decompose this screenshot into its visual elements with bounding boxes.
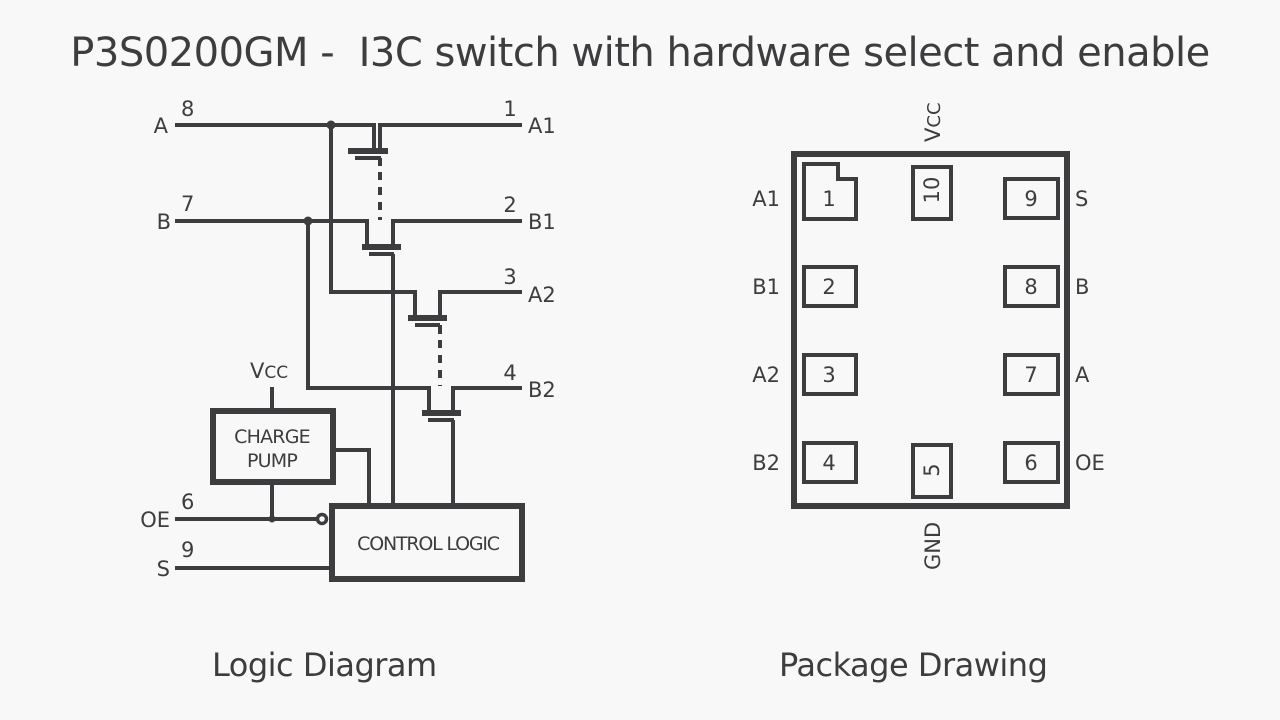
pad-number-7: 7: [1024, 363, 1037, 387]
pad-number-9: 9: [1024, 187, 1037, 211]
package-outline: [791, 151, 1070, 509]
package-drawing-caption: Package Drawing: [779, 646, 1048, 684]
pin-number-b1: 2: [503, 193, 516, 217]
charge-pump-output-wire: [333, 448, 371, 505]
pin-label-b1: B1: [528, 210, 556, 234]
pad-9: [1003, 177, 1060, 220]
pad-1: [802, 162, 858, 221]
pad-7: [1003, 353, 1060, 396]
pad-4: [802, 441, 858, 484]
package-vcc-label: VCC: [921, 102, 945, 142]
package-gnd-label: GND: [921, 522, 945, 570]
wire-b: [175, 219, 369, 247]
pad-2: [802, 265, 858, 308]
switch-4: [422, 386, 522, 505]
pin-label-b: B: [157, 210, 171, 234]
junction-a: [326, 120, 336, 130]
pad-number-6: 6: [1024, 451, 1037, 475]
vcc-label-main: V: [250, 359, 265, 383]
oe-inversion-bubble: [315, 512, 329, 526]
switch-3: [408, 290, 522, 386]
package-pin-label-a2: A2: [752, 363, 780, 387]
pad-number-3: 3: [822, 363, 835, 387]
wire-a: [175, 123, 376, 151]
pad-number-8: 8: [1024, 275, 1037, 299]
logic-diagram-caption: Logic Diagram: [212, 646, 437, 684]
pad-number-1: 1: [822, 187, 835, 211]
vcc-label-sub: CC: [264, 363, 288, 383]
package-pin-label-a1: A1: [752, 187, 780, 211]
wire-b-to-b2: [306, 221, 431, 413]
junction-b: [303, 216, 313, 226]
pin-label-a2: A2: [528, 283, 556, 307]
control-logic-block: [329, 503, 525, 582]
pin-number-s: 9: [181, 538, 194, 562]
package-pin-label-oe: OE: [1075, 451, 1105, 475]
package-vcc-main: V: [921, 127, 945, 142]
pad-number-10: 10: [920, 177, 944, 204]
pin-label-b2: B2: [528, 378, 556, 402]
vcc-label: VCC: [250, 359, 288, 383]
wire-a-to-a2: [329, 125, 417, 318]
charge-pump-label-line2: PUMP: [247, 450, 297, 472]
pin-number-a1: 1: [503, 97, 516, 121]
pad-5: [911, 443, 953, 499]
pin-label-a1: A1: [528, 114, 556, 138]
pin-label-oe: OE: [140, 508, 170, 532]
charge-pump-label-line1: CHARGE: [234, 426, 310, 448]
pad-number-2: 2: [822, 275, 835, 299]
pad-number-5: 5: [920, 463, 944, 476]
pad-3: [802, 353, 858, 396]
pin-number-b2: 4: [503, 361, 516, 385]
package-pin-label-b2: B2: [752, 451, 780, 475]
pin-number-oe: 6: [181, 490, 194, 514]
switch-1: [348, 123, 522, 220]
pin-label-s: S: [157, 557, 170, 581]
junction-oe: [268, 515, 276, 523]
pad-6: [1003, 441, 1060, 484]
package-vcc-sub: CC: [924, 102, 945, 127]
pad-10: [911, 165, 953, 221]
package-pin-label-a: A: [1075, 363, 1090, 387]
control-logic-label: CONTROL LOGIC: [357, 533, 500, 555]
pin-number-b: 7: [181, 192, 194, 216]
package-pin-label-b: B: [1075, 275, 1089, 299]
pad-number-4: 4: [822, 451, 835, 475]
pin-number-a: 8: [181, 97, 194, 121]
package-pin-label-b1: B1: [752, 275, 780, 299]
switch-2: [362, 219, 522, 505]
page-title: P3S0200GM - I3C switch with hardware sel…: [70, 30, 1210, 76]
pin-number-a2: 3: [503, 265, 516, 289]
pin-label-a: A: [154, 114, 169, 138]
package-pin-label-s: S: [1075, 187, 1088, 211]
pad-8: [1003, 265, 1060, 308]
